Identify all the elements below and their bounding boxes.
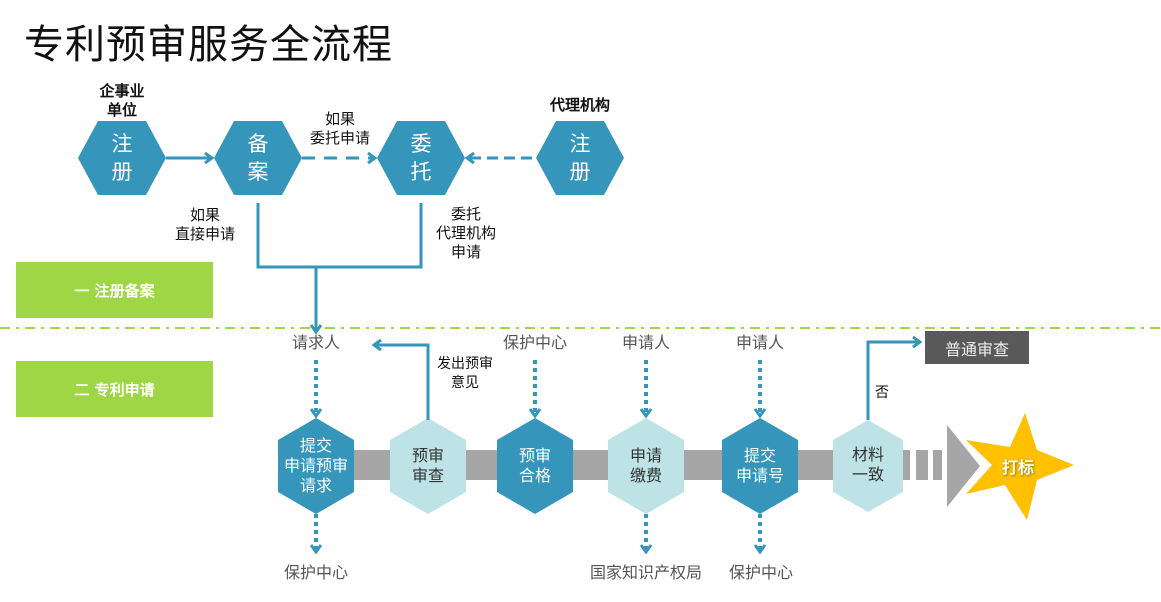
- hex-submit-number: [722, 418, 798, 514]
- node-apply-pay: 申请 缴费: [629, 446, 662, 485]
- hex-prereview-check: [390, 418, 466, 514]
- node-register-enterprise: 注 册: [111, 132, 133, 184]
- entrust-agency-label: 委托 代理机构 申请: [435, 205, 496, 261]
- hex-material-match: [833, 420, 903, 512]
- node-entrust: 委 托: [410, 132, 432, 184]
- node-material-match: 材料 一致: [851, 445, 884, 484]
- actor-protection-center: 保护中心: [502, 333, 567, 352]
- actor-applicant-1: 申请人: [621, 333, 670, 352]
- connector-filing-down: [256, 203, 423, 269]
- node-prereview-pass: 预审 合格: [518, 446, 551, 485]
- stage-register: 一 注册备案: [16, 262, 213, 318]
- node-prereview-check: 预审 审查: [411, 446, 444, 485]
- node-submit-request: 提交 申请预审 请求: [283, 436, 348, 495]
- hex-prereview-pass: [497, 418, 573, 514]
- node-filing: 备 案: [247, 132, 269, 184]
- node-submit-number: 提交 申请号: [735, 446, 784, 485]
- actor-cnipa: 国家知识产权局: [589, 563, 702, 582]
- if-entrust-label: 如果 委托申请: [309, 110, 370, 147]
- stage-apply: 二 专利申请: [16, 361, 213, 417]
- actor-applicant-2: 申请人: [735, 333, 784, 352]
- actor-protection-center-bottom-2: 保护中心: [728, 563, 793, 582]
- enterprise-label: 企事业 单位: [99, 82, 145, 119]
- feedback-arrow: [374, 345, 430, 420]
- bar-arrowhead: [947, 425, 980, 507]
- agency-label: 代理机构: [549, 96, 610, 114]
- no-arrow: [866, 342, 920, 420]
- node-register-agency: 注 册: [569, 132, 591, 184]
- normal-review-box: 普通审查: [925, 331, 1029, 364]
- actor-protection-center-bottom: 保护中心: [283, 563, 348, 582]
- actor-requester: 请求人: [291, 333, 340, 352]
- end-mark-label: 打标: [1001, 458, 1034, 477]
- page-title: 专利预审服务全流程: [24, 22, 393, 68]
- hex-submit-request: [278, 418, 354, 514]
- bar-segment-2: [933, 450, 942, 480]
- feedback-label: 发出预审 意见: [437, 356, 493, 391]
- hex-apply-pay: [608, 418, 684, 514]
- hex-register-enterprise: [78, 121, 166, 195]
- hex-entrust: [377, 121, 465, 195]
- no-label: 否: [875, 385, 889, 401]
- hex-register-agency: [536, 121, 624, 195]
- if-direct-label: 如果 直接申请: [174, 206, 235, 243]
- star-end: [966, 413, 1074, 520]
- hex-filing: [214, 121, 302, 195]
- bar-segment-1: [916, 450, 928, 480]
